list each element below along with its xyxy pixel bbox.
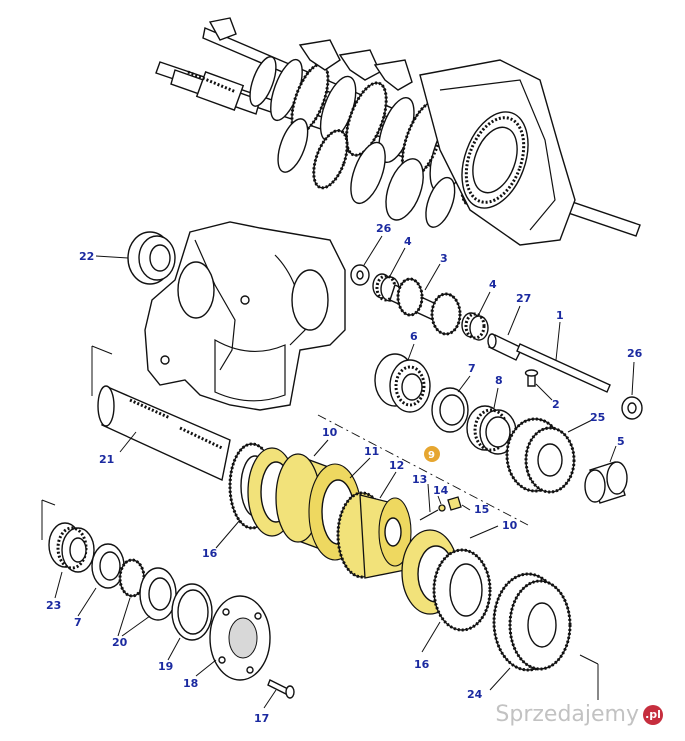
callout-10-top: 10 bbox=[322, 426, 338, 439]
part-14-detent-ball bbox=[438, 504, 446, 512]
synchronizer-assembly-highlighted bbox=[215, 414, 529, 653]
watermark-text: Sprzedajemy bbox=[495, 702, 639, 727]
part-21-output-shaft bbox=[97, 385, 231, 482]
part-number-callouts: 22 26 4 3 4 27 1 26 6 7 8 2 25 5 21 10 1… bbox=[46, 222, 643, 725]
part-24-large-gear bbox=[492, 572, 572, 672]
part-19-snap-ring bbox=[171, 583, 213, 641]
callout-4-right: 4 bbox=[489, 278, 497, 291]
part-4-needle-bearing-second bbox=[461, 312, 489, 341]
watermark: Sprzedajemy .pl bbox=[495, 702, 663, 727]
part-11-synchro-sleeve bbox=[275, 453, 362, 561]
part-12-synchro-hub bbox=[336, 491, 412, 579]
part-17-screw bbox=[267, 679, 295, 699]
part-23-needle-bearing bbox=[48, 522, 95, 573]
callout-7-lower: 7 bbox=[74, 616, 82, 629]
part-27-sleeve bbox=[487, 333, 523, 361]
part-7-shim bbox=[431, 387, 469, 433]
callout-26-top: 26 bbox=[376, 222, 392, 235]
callout-21: 21 bbox=[99, 453, 114, 466]
part-20-bearing-pair bbox=[118, 558, 177, 621]
callout-13: 13 bbox=[412, 473, 427, 486]
callout-3: 3 bbox=[440, 252, 448, 265]
lower-left-parts-group bbox=[41, 499, 295, 709]
callout-17: 17 bbox=[254, 712, 269, 725]
part-18-bearing-cover bbox=[209, 595, 271, 681]
part-13-spring bbox=[419, 509, 439, 521]
callout-23: 23 bbox=[46, 599, 61, 612]
callout-27: 27 bbox=[516, 292, 531, 305]
gearbox-casing-half bbox=[144, 221, 346, 411]
part-7-shim-lower bbox=[91, 543, 125, 589]
callout-25: 25 bbox=[590, 411, 605, 424]
callout-18: 18 bbox=[183, 677, 198, 690]
middle-parts-group bbox=[91, 221, 643, 504]
callout-9-highlight: 9 bbox=[424, 446, 440, 462]
callout-20: 20 bbox=[112, 636, 128, 649]
callout-8: 8 bbox=[495, 374, 503, 387]
callout-4-top: 4 bbox=[404, 235, 412, 248]
callout-22: 22 bbox=[79, 250, 94, 263]
callout-2: 2 bbox=[552, 398, 560, 411]
part-16-synchro-ring-right bbox=[432, 548, 492, 632]
callout-6: 6 bbox=[410, 330, 418, 343]
part-26-washer-right bbox=[621, 396, 643, 420]
callout-1: 1 bbox=[556, 309, 564, 322]
callout-9: 9 bbox=[428, 450, 435, 461]
callout-24: 24 bbox=[467, 688, 483, 701]
callout-11: 11 bbox=[364, 445, 379, 458]
callout-10-right: 10 bbox=[502, 519, 518, 532]
part-22-bearing bbox=[127, 231, 176, 285]
part-26-washer bbox=[350, 264, 370, 286]
part-1-shaft-pin bbox=[516, 343, 611, 393]
callout-26-right: 26 bbox=[627, 347, 643, 360]
callout-5: 5 bbox=[617, 435, 625, 448]
part-3-cluster-gear bbox=[389, 277, 462, 336]
part-6-bearing bbox=[374, 353, 431, 413]
part-15-detent-plunger bbox=[447, 496, 462, 511]
callout-15: 15 bbox=[474, 503, 489, 516]
part-2-bolt bbox=[524, 369, 539, 387]
callout-14: 14 bbox=[433, 484, 449, 497]
callout-16-left: 16 bbox=[202, 547, 218, 560]
part-25-gear bbox=[505, 417, 576, 494]
callout-12: 12 bbox=[389, 459, 404, 472]
part-5-bushing bbox=[584, 461, 628, 504]
callout-19: 19 bbox=[158, 660, 173, 673]
callout-7-middle: 7 bbox=[468, 362, 476, 375]
callout-16-right: 16 bbox=[414, 658, 430, 671]
assembled-gearbox-illustration bbox=[155, 17, 641, 246]
watermark-badge: .pl bbox=[643, 704, 663, 725]
